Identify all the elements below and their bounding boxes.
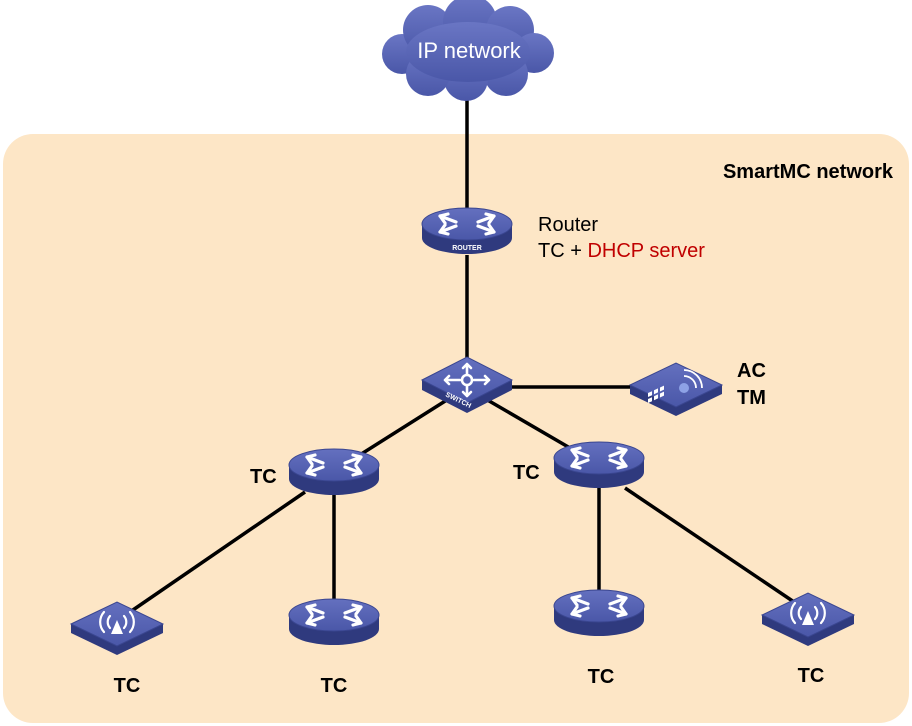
links: [129, 92, 801, 614]
link-switch-tc-right: [483, 396, 571, 450]
cloud-label: IP network: [417, 38, 522, 63]
ac-device-icon: [628, 362, 724, 416]
router-caption: ROUTER: [452, 245, 482, 252]
link-tc-right-ap-right: [624, 486, 801, 608]
smartmc-area: [3, 134, 909, 723]
sw-left-bottom-icon: [287, 597, 381, 647]
router-role: TC + DHCP server: [538, 240, 705, 262]
sw-left-bottom-label: TC: [321, 675, 348, 697]
link-switch-tc-left: [354, 396, 451, 460]
tc-right-label: TC: [513, 462, 540, 484]
ac-label-line2: TM: [737, 387, 766, 409]
router-name: Router: [538, 214, 598, 236]
router-role-prefix: TC +: [538, 240, 587, 262]
tc-right-switch-icon: [552, 440, 646, 490]
tc-left-label: TC: [250, 466, 277, 488]
sw-right-bottom-icon: [552, 588, 646, 638]
router-icon: ROUTER: [420, 206, 514, 256]
ac-label-line1: AC: [737, 360, 766, 382]
sw-right-bottom-label: TC: [588, 666, 615, 688]
area-label: SmartMC network: [723, 161, 894, 183]
ip-network-cloud: IP network: [382, 0, 554, 101]
link-tc-left-ap-left: [129, 490, 306, 614]
ap-right-label: TC: [798, 665, 825, 687]
router-role-highlight: DHCP server: [587, 240, 705, 262]
ap-left-label: TC: [114, 675, 141, 697]
tc-left-switch-icon: [287, 447, 381, 497]
